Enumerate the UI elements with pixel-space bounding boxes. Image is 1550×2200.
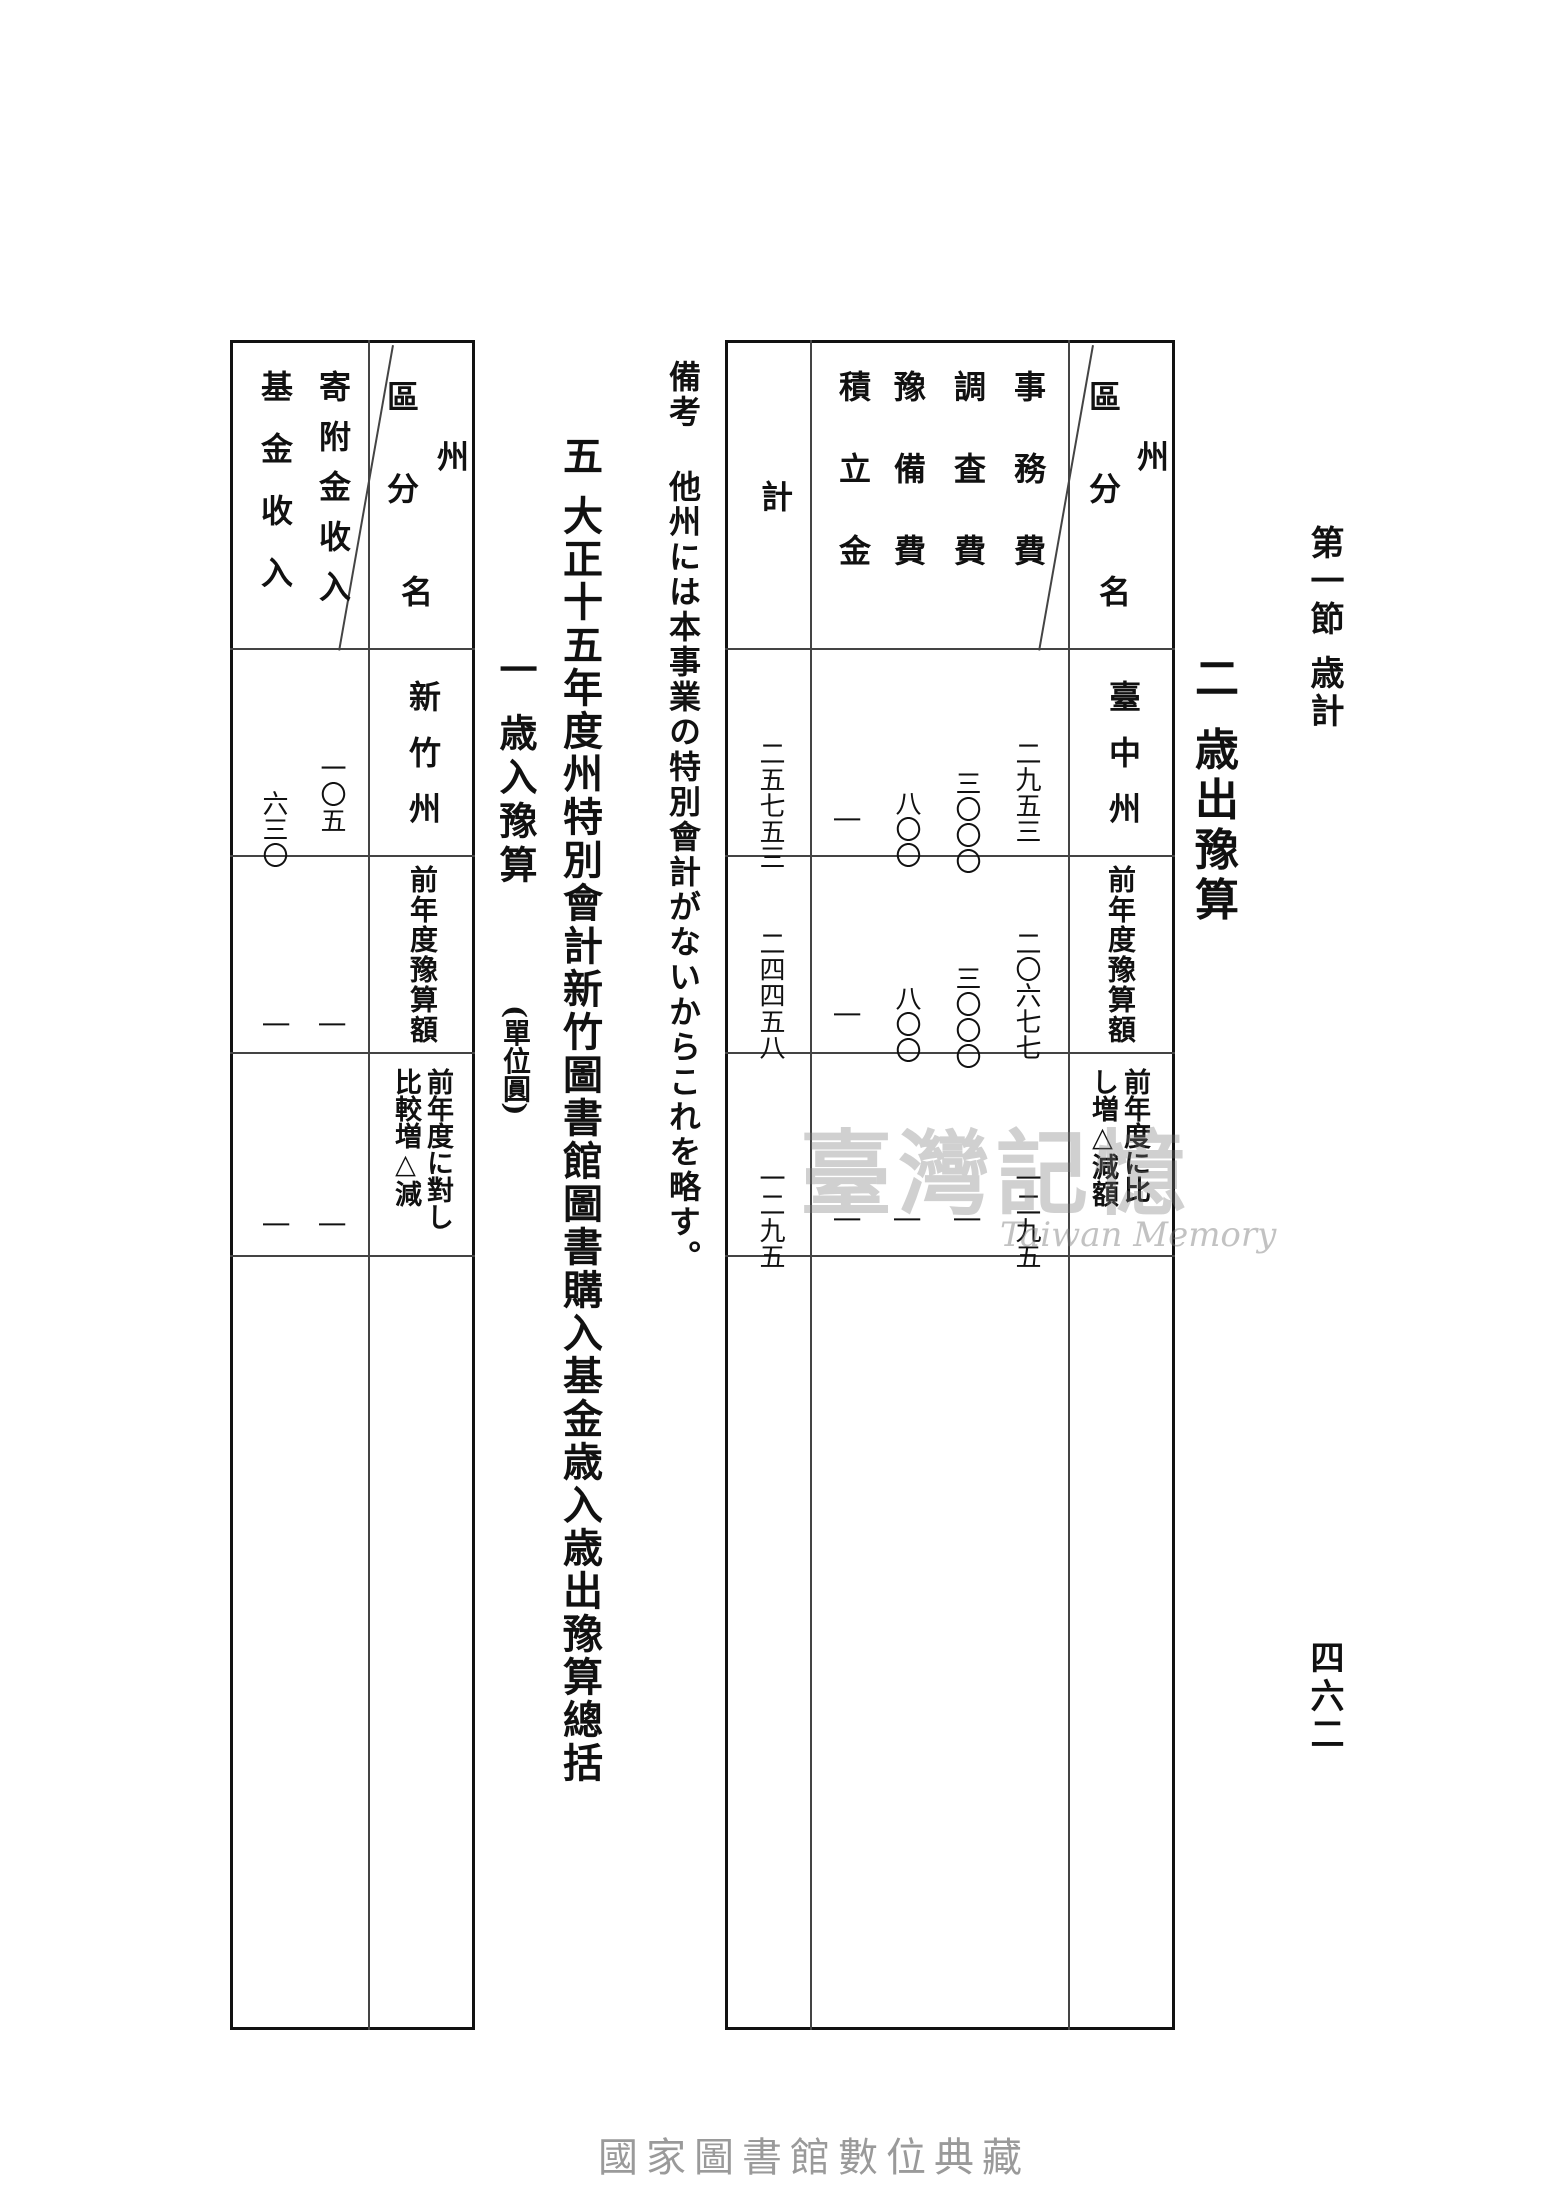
section-header: 第一節 歳計 xyxy=(1304,525,1344,731)
rev-col-diff-a: 前年度に對し xyxy=(422,1068,453,1230)
exp-row-prev-1: 三〇〇〇 xyxy=(951,965,981,1069)
exp-row-diff-3: | xyxy=(833,1215,863,1224)
rev-header-state: 州 xyxy=(432,440,470,486)
rev-col-prev: 前年度豫算額 xyxy=(406,865,439,1045)
exp-total-diff: 一二九五 xyxy=(755,1165,785,1269)
exp-row-label-3: 積立金 xyxy=(834,370,872,616)
exp-header-div: 區分 xyxy=(1084,380,1122,564)
rev-row-diff-0: | xyxy=(318,1220,348,1229)
exp-row-diff-1: | xyxy=(953,1215,983,1224)
exp-row-prev-2: 八〇〇 xyxy=(891,985,921,1063)
exp-col-diff-b: し増△減額 xyxy=(1087,1068,1118,1207)
exp-row-cur-2: 八〇〇 xyxy=(891,790,921,868)
exp-row-cur-0: 二九五三 xyxy=(1011,740,1041,844)
remark-label: 備考 xyxy=(664,360,702,430)
remark-text: 他州には本事業の特別會計がないからこれを略す。 xyxy=(664,470,702,1275)
watermark-subtext: Taiwan Memory xyxy=(1000,1215,1277,1255)
budget-five-title: 五 大正十五年度州特別會計新竹圖書館圖書購入基金歳入歳出豫算總括 xyxy=(556,435,603,1785)
rev-row-label-0: 寄附金收入 xyxy=(314,370,352,620)
rev-row-prev-0: | xyxy=(318,1020,348,1029)
rev-row-cur-0: 一〇五 xyxy=(316,755,346,833)
rev-header-name: 名 xyxy=(396,575,434,621)
rev-row-label-1: 基金收入 xyxy=(256,370,294,618)
exp-col-diff-a: 前年度に比 xyxy=(1119,1068,1150,1203)
footer-credit: 國家圖書館數位典藏 xyxy=(598,2135,1030,2181)
rev-row-cur-1: 六三〇 xyxy=(258,790,288,868)
exp-total-cur: 二五七五三 xyxy=(755,740,785,870)
expenditure-title: 二 歳出豫算 xyxy=(1187,655,1238,927)
exp-row-label-1: 調査費 xyxy=(949,370,987,616)
exp-row-prev-3: | xyxy=(833,1010,863,1019)
exp-row-cur-1: 三〇〇〇 xyxy=(951,770,981,874)
exp-total-label: 計 xyxy=(756,480,794,526)
exp-total-prev: 二四四五八 xyxy=(755,930,785,1060)
exp-header-name: 名 xyxy=(1094,575,1132,621)
unit-label: (單位圓) xyxy=(499,1005,532,1116)
watermark-text: 臺灣記憶 xyxy=(800,1120,1193,1228)
exp-row-prev-0: 二〇六七七 xyxy=(1011,930,1041,1060)
rev-row-prev-1: | xyxy=(262,1020,292,1029)
exp-row-diff-2: | xyxy=(893,1215,923,1224)
exp-row-label-0: 事務費 xyxy=(1009,370,1047,616)
rev-header-div: 區分 xyxy=(382,380,420,564)
exp-col-state: 臺中州 xyxy=(1104,680,1142,848)
rev-col-state: 新竹州 xyxy=(404,680,442,848)
exp-row-diff-0: 一二九五 xyxy=(1011,1165,1041,1269)
page-number: 四六二 xyxy=(1304,1640,1344,1754)
rev-col-diff-b: 比較増△減 xyxy=(390,1068,421,1207)
revenue-subtitle: 一 歳入豫算 xyxy=(493,650,538,890)
exp-header-state: 州 xyxy=(1132,440,1170,486)
exp-col-prev: 前年度豫算額 xyxy=(1104,865,1137,1045)
exp-row-label-2: 豫備費 xyxy=(889,370,927,616)
rev-row-diff-1: | xyxy=(262,1220,292,1229)
exp-row-cur-3: | xyxy=(833,815,863,824)
